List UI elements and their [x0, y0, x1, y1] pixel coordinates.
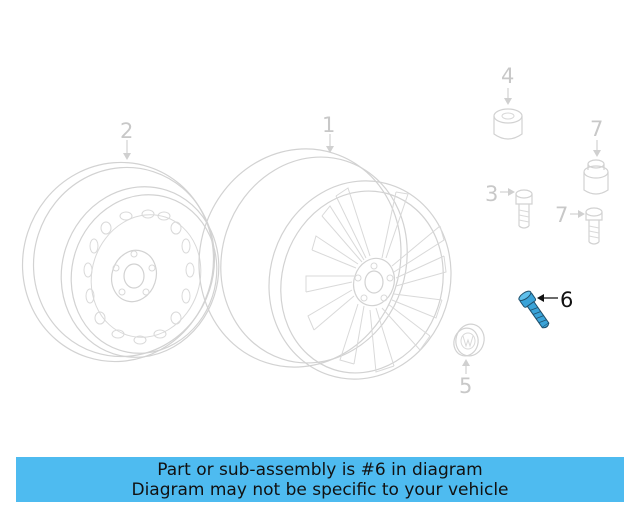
center-cap-part-5[interactable]	[451, 321, 488, 359]
callout-3: 3	[485, 182, 498, 206]
callout-2: 2	[120, 119, 133, 143]
callout-7-lower: 7	[555, 203, 568, 227]
alloy-wheel-part-1[interactable]	[171, 122, 477, 402]
callout-5: 5	[459, 374, 472, 398]
wheel-nut-part-4[interactable]	[493, 108, 523, 140]
wheel-bolt-part-6[interactable]	[517, 289, 552, 331]
lock-nut-part-7[interactable]	[583, 159, 609, 195]
callout-1: 1	[322, 113, 335, 137]
wheel-bolt-part-3[interactable]	[515, 189, 533, 229]
callout-4: 4	[501, 64, 514, 88]
steel-wheel-part-2[interactable]	[0, 138, 241, 387]
parts-diagram: 2 1	[0, 64, 609, 402]
wheel-bolt-part-7[interactable]	[585, 207, 603, 245]
banner-line-1: Part or sub-assembly is #6 in diagram	[157, 460, 483, 480]
callout-6: 6	[560, 288, 573, 312]
callout-7-upper: 7	[590, 117, 603, 141]
info-banner: Part or sub-assembly is #6 in diagram Di…	[16, 457, 624, 502]
banner-line-2: Diagram may not be specific to your vehi…	[131, 480, 509, 500]
